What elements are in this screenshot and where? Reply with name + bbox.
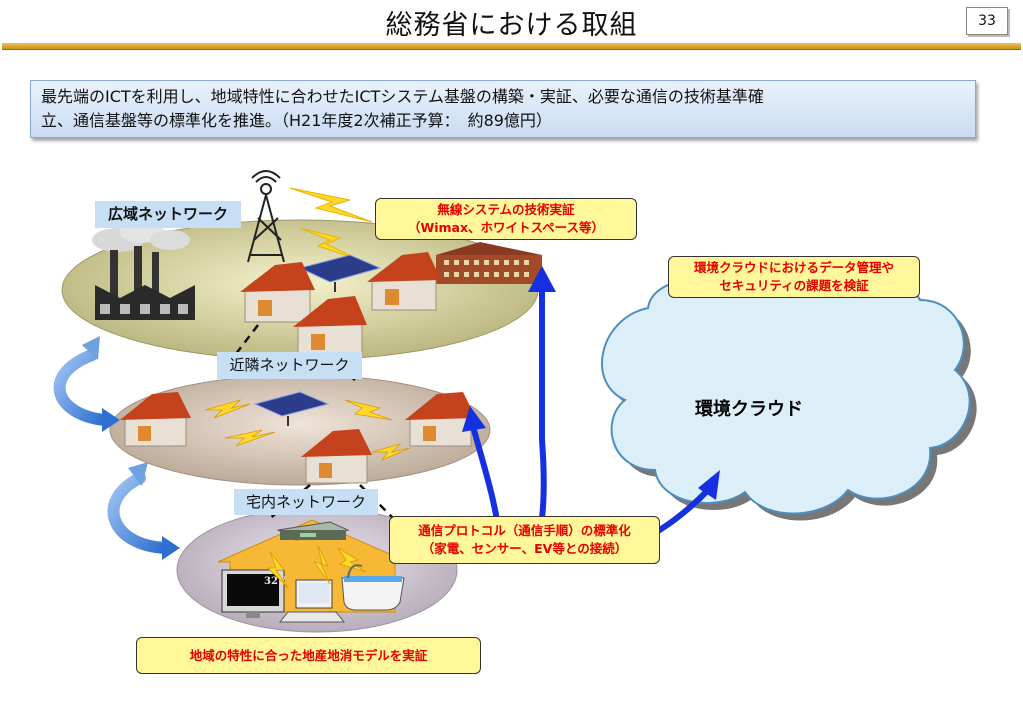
- house-icon: [301, 429, 372, 484]
- house-icon: [405, 392, 476, 447]
- solar-panel-icon: [253, 391, 330, 426]
- wireless-signal-icon: [267, 545, 367, 589]
- intro-line-2: 立、通信基盤等の標準化を推進。（H21年度2次補正予算： 約89億円）: [41, 111, 552, 130]
- callout-protocol-line-2: （家電、センサー、EV等との接続）: [421, 541, 628, 556]
- callout-local-model-text: 地域の特性に合った地産地消モデルを実証: [189, 647, 428, 663]
- callout-wireless-line-1: 無線システムの技術実証: [437, 202, 575, 217]
- factory-icon: [92, 221, 195, 320]
- callout-protocol-standard: 通信プロトコル（通信手順）の標準化 （家電、センサー、EV等との接続）: [389, 516, 660, 564]
- callout-protocol-line-1: 通信プロトコル（通信手順）の標準化: [418, 523, 631, 538]
- computer-icon: [278, 579, 346, 623]
- page-title: 総務省における取組: [385, 10, 638, 41]
- house-icon: [240, 262, 315, 323]
- callout-wireless-system: 無線システムの技術実証 （Wimax、ホワイトスペース等）: [375, 198, 637, 240]
- apartment-building-icon: [436, 242, 542, 284]
- television-icon: 32V: [221, 569, 286, 618]
- house-icon: [293, 296, 367, 356]
- arrowhead: [462, 266, 720, 500]
- callout-wireless-line-2: （Wimax、ホワイトスペース等）: [407, 220, 605, 235]
- cloud-label: 環境クラウド: [695, 399, 803, 420]
- house-icon: [120, 392, 191, 447]
- intro-line-1: 最先端のICTを利用し、地域特性に合わせたICTシステム基盤の構築・実証、必要な…: [41, 87, 764, 106]
- label-neighborhood-network: 近隣ネットワーク: [217, 352, 362, 379]
- environment-cloud-shape: [601, 273, 977, 521]
- house-icon: [367, 252, 441, 311]
- callout-cloud-line-1: 環境クラウドにおけるデータ管理や: [693, 260, 894, 275]
- label-wide-area-network: 広域ネットワーク: [95, 201, 241, 228]
- tv-size-label: 32V: [264, 576, 286, 587]
- home-gateway-icon: [276, 521, 350, 541]
- wireless-signal-icon: [204, 399, 411, 461]
- solar-panel-icon: [298, 254, 382, 292]
- page-number: 33: [966, 7, 1008, 35]
- link-arrow-near-home: [107, 462, 180, 560]
- callout-local-model: 地域の特性に合った地産地消モデルを実証: [136, 637, 481, 674]
- intro-box: 最先端のICTを利用し、地域特性に合わせたICTシステム基盤の構築・実証、必要な…: [30, 80, 976, 138]
- callout-cloud-line-2: セキュリティの課題を検証: [719, 278, 869, 293]
- callout-cloud-security: 環境クラウドにおけるデータ管理や セキュリティの課題を検証: [668, 256, 920, 298]
- bathtub-icon: [341, 564, 405, 611]
- link-arrow-wide-near: [53, 336, 120, 432]
- antenna-tower-icon: [247, 170, 285, 263]
- title-divider: [2, 43, 1021, 50]
- label-home-network: 宅内ネットワーク: [234, 489, 378, 515]
